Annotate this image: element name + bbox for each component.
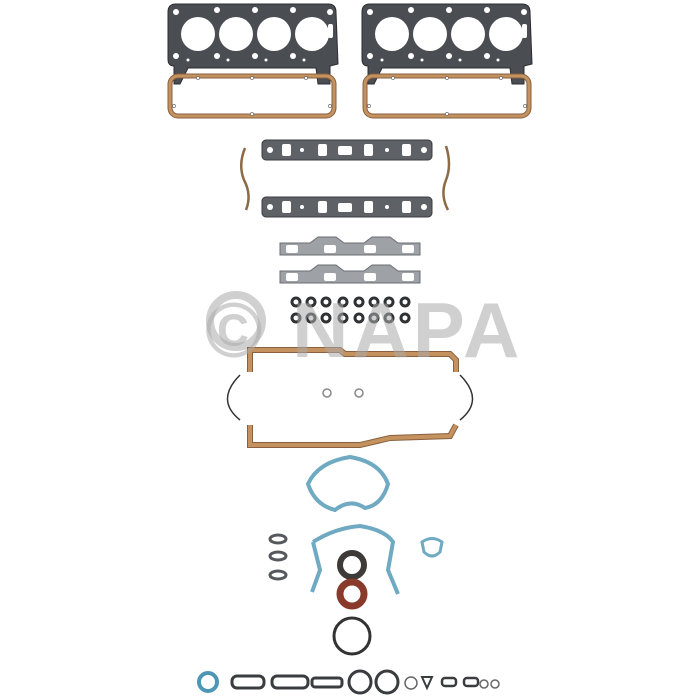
intake-end-seals <box>240 145 451 211</box>
copyright-watermark-symbol <box>206 291 266 351</box>
exhaust-manifold-gaskets <box>279 236 421 284</box>
oil-pan-gasket <box>247 347 459 448</box>
crank-seals <box>336 550 368 610</box>
napa-watermark: © NAPA <box>205 286 524 374</box>
small-flange-gaskets <box>268 533 288 581</box>
misc-gaskets <box>197 669 500 695</box>
intake-manifold-gaskets <box>261 139 433 218</box>
small-o-rings <box>322 388 364 398</box>
oil-pan-end-seals <box>226 374 474 421</box>
cylinder-head-gaskets <box>167 3 533 85</box>
valve-cover-gaskets <box>170 76 529 116</box>
water-pump-gasket <box>305 454 391 513</box>
timing-cover-gasket <box>310 523 400 595</box>
rear-main-seal <box>332 616 372 656</box>
fuel-pump-gasket <box>420 537 444 558</box>
